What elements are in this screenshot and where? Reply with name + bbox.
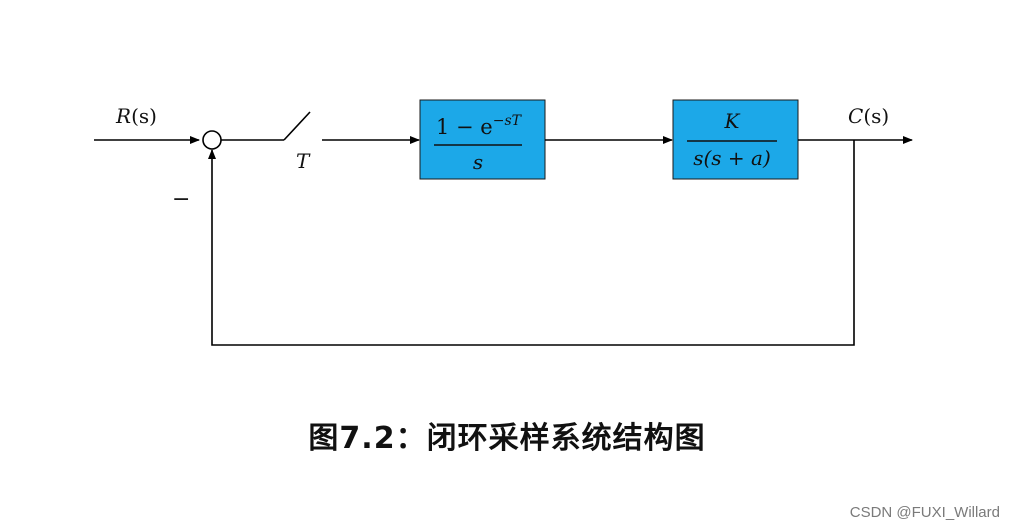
zoh-block: 1 − e−sT s — [419, 99, 546, 180]
plant-block: K s(s + a) — [672, 99, 799, 180]
summing-junction — [202, 130, 222, 150]
zoh-numerator: 1 − e−sT — [436, 113, 523, 139]
sampler-switch — [283, 111, 311, 141]
plant-denominator: s(s + a) — [693, 146, 771, 170]
output-label: C(s) — [848, 104, 889, 128]
feedback-path — [208, 140, 855, 346]
sampler-label: T — [296, 149, 311, 173]
feedback-minus-sign: − — [172, 187, 190, 212]
watermark: CSDN @FUXI_Willard — [849, 504, 1000, 521]
zoh-denominator: s — [473, 150, 483, 174]
figure-caption: 图7.2：闭环采样系统结构图 — [308, 421, 706, 456]
input-label: R(s) — [115, 104, 157, 128]
plant-numerator: K — [724, 109, 741, 133]
